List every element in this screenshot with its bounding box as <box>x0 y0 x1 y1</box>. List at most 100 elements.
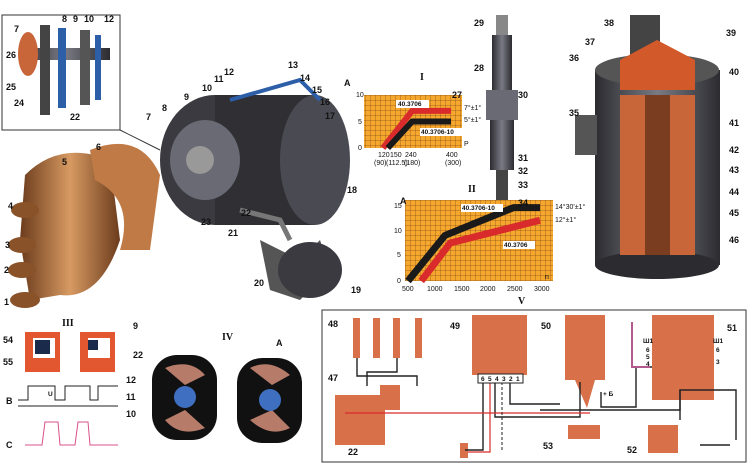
callout-number: 6 <box>96 142 101 152</box>
callout-number: 9 <box>184 92 189 102</box>
section-IV-title: IV <box>222 332 234 343</box>
callout-number: 26 <box>6 50 16 60</box>
callout-number: 13 <box>288 60 298 70</box>
series-line-40.3706 <box>380 107 452 150</box>
chart-I-xlabel: P <box>464 141 469 148</box>
x-tick-alt: (300) <box>445 160 461 167</box>
callout-number: 41 <box>729 118 739 128</box>
series-end-label: 14°30'±1° <box>555 203 585 211</box>
chart-I: I A P 10 5 0 120 150 240 400 (90) (112.5… <box>344 72 481 167</box>
callout-number: 12 <box>104 14 114 24</box>
hall-sensor-section: III 54 55 9 22 B C U <box>3 318 143 450</box>
y-tick: 10 <box>356 92 364 99</box>
label: 49 <box>450 321 460 331</box>
x-tick: 120 <box>378 152 390 159</box>
callout-number: 38 <box>604 18 614 28</box>
callout-number: 43 <box>729 165 739 175</box>
connector-label: Ш1 <box>643 338 654 345</box>
pin-label: 6 <box>716 347 720 354</box>
callout-number: 39 <box>726 28 736 38</box>
callout-number: 25 <box>6 82 16 92</box>
callout-number: 42 <box>729 145 739 155</box>
callout-number: 29 <box>474 18 484 28</box>
series-line-40.3706 <box>418 216 541 284</box>
callout-number: 7 <box>146 112 151 122</box>
label: 12 <box>126 375 136 385</box>
x-tick-alt: (180) <box>404 160 420 167</box>
pin-label: 4 <box>495 376 499 383</box>
label-u: U <box>48 391 53 398</box>
x-tick-alt: (112.5) <box>386 160 408 167</box>
callout-number: 40 <box>729 67 739 77</box>
x-tick: 1000 <box>427 286 443 293</box>
callout-number: 7 <box>14 24 19 34</box>
callout-number: 21 <box>228 228 238 238</box>
series-line-40.3706-10 <box>405 204 541 284</box>
callout-number: 31 <box>518 153 528 163</box>
callout-number: 27 <box>452 90 462 100</box>
pin-label: 6 <box>646 347 650 354</box>
centrifugal-regulator-section: IV A 12 11 10 <box>126 332 302 443</box>
spark-plug <box>486 15 518 200</box>
label: 54 <box>3 335 13 345</box>
series-line-40.3706-10 <box>385 118 452 151</box>
series-end-label: 7°±1° <box>464 104 481 112</box>
x-tick: 1500 <box>454 286 470 293</box>
chart-I-ylabel: A <box>344 78 351 88</box>
callout-number: 14 <box>300 73 310 83</box>
label: 22 <box>133 350 143 360</box>
callout-number: 22 <box>70 112 80 122</box>
series-end-label: 5°±1° <box>464 116 481 124</box>
label: 53 <box>543 441 553 451</box>
series-label: 40.3706-10 <box>462 205 495 212</box>
callout-number: 16 <box>320 97 330 107</box>
callout-number: 22 <box>241 208 251 218</box>
x-tick: 2500 <box>507 286 523 293</box>
callout-number: 23 <box>201 217 211 227</box>
label: 22 <box>348 447 358 457</box>
x-tick: 400 <box>446 152 458 159</box>
callout-number: 2 <box>4 265 9 275</box>
pin-label: 2 <box>509 376 513 383</box>
x-tick: 500 <box>402 286 414 293</box>
pin-label: 5 <box>488 376 492 383</box>
callout-number: 33 <box>518 180 528 190</box>
callout-number: 46 <box>729 235 739 245</box>
series-label: 40.3706 <box>504 242 528 249</box>
chart-II-title: II <box>468 184 476 195</box>
callout-number: 8 <box>62 14 67 24</box>
callout-number: 32 <box>518 166 528 176</box>
pin-label: 3 <box>502 376 506 383</box>
label-B: B <box>6 396 13 406</box>
callout-number: 28 <box>474 63 484 73</box>
series-label: 40.3706 <box>398 101 422 108</box>
plus-battery-label: + Б <box>603 391 614 398</box>
callout-number: 8 <box>162 103 167 113</box>
y-tick: 5 <box>397 252 401 259</box>
chart-II-ylabel: A <box>400 196 407 206</box>
distributor-shaft-inset <box>1 14 161 151</box>
callout-number: 35 <box>569 108 579 118</box>
label: 48 <box>328 319 338 329</box>
callout-number: 45 <box>729 208 739 218</box>
callout-number: 15 <box>312 85 322 95</box>
series-end-label: 12°±1° <box>555 216 576 224</box>
y-tick: 10 <box>394 228 402 235</box>
x-tick-alt: (90) <box>374 160 386 167</box>
x-tick: 3000 <box>534 286 550 293</box>
rotor <box>90 143 160 250</box>
callout-number: 12 <box>224 67 234 77</box>
chart-II-xlabel: n <box>545 274 549 281</box>
chart-II: II A n 15 10 5 0 500 1000 1500 2000 2500… <box>394 184 585 293</box>
callout-number: 18 <box>347 185 357 195</box>
section-V-title: V <box>518 296 526 307</box>
pin-label: 3 <box>716 359 720 366</box>
label: 50 <box>541 321 551 331</box>
x-tick: 2000 <box>480 286 496 293</box>
pin-label: 6 <box>481 376 485 383</box>
x-tick: 240 <box>405 152 417 159</box>
label: 11 <box>126 392 136 402</box>
series-label: 40.3706-10 <box>421 129 454 136</box>
